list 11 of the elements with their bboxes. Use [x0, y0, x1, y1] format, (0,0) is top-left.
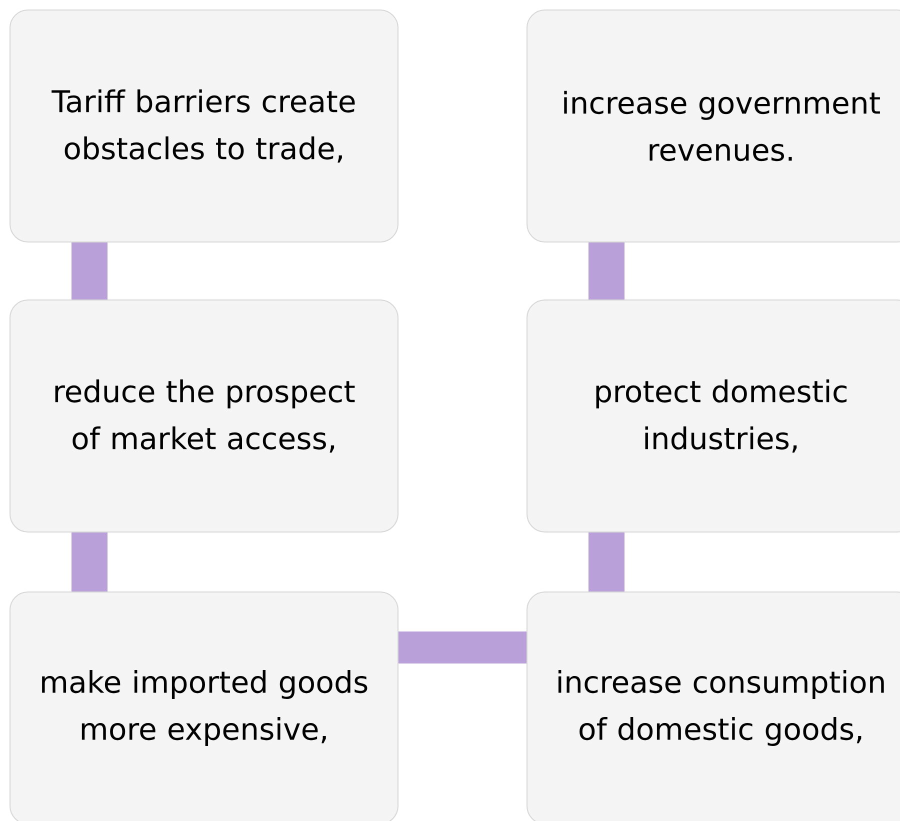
- connector-bar: [398, 632, 526, 664]
- connector-bar: [588, 532, 624, 592]
- connector-bar: [72, 242, 108, 300]
- connector-bar: [72, 532, 108, 592]
- text-box: Tariff barriers create obstacles to trade,: [10, 10, 398, 242]
- text-box: increase consumption of domestic goods,: [526, 592, 900, 821]
- text-box: make imported goods more expensive,: [10, 592, 398, 821]
- text-box: increase government revenues.: [526, 10, 900, 242]
- connector-bar: [588, 242, 624, 300]
- text-box: reduce the prospect of market access,: [10, 300, 398, 532]
- text-box: protect domestic industries,: [526, 300, 900, 532]
